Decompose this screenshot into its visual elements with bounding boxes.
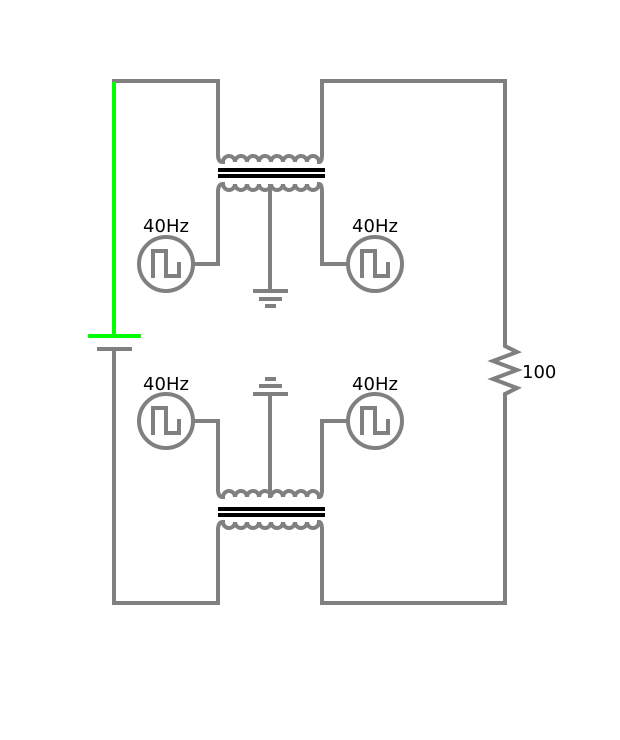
- wire-top-left: [112, 79, 220, 157]
- wire-top-right: [320, 79, 507, 345]
- source-frequency-label: 40Hz: [352, 374, 398, 395]
- ground-top-icon: [253, 289, 288, 308]
- transformer-bottom: [215, 393, 325, 533]
- source-frequency-label: 40Hz: [143, 216, 189, 237]
- resistor-zigzag-icon: [487, 341, 523, 399]
- top-primary-coil: [215, 152, 325, 165]
- wire-bottom-left: [112, 347, 220, 605]
- transformer-top: [215, 152, 325, 293]
- source-circle: [346, 235, 404, 293]
- source-frequency-label: 40Hz: [352, 216, 398, 237]
- wire-top-secondary-right: [320, 190, 350, 266]
- bottom-primary-coil: [215, 519, 325, 533]
- wire-bottom-secondary-left: [191, 419, 220, 492]
- wire-top-secondary-left: [191, 190, 220, 266]
- source-circle: [137, 235, 195, 293]
- battery-icon: [88, 334, 141, 351]
- square-wave-icon: [151, 249, 181, 278]
- source-circle: [346, 392, 404, 450]
- wire-bottom-secondary-right: [320, 419, 350, 492]
- square-wave-source-top-right[interactable]: 40Hz: [346, 216, 404, 293]
- square-wave-icon: [151, 406, 181, 435]
- square-wave-source-top-left[interactable]: 40Hz: [137, 216, 195, 293]
- square-wave-icon: [360, 249, 390, 278]
- source-frequency-label: 40Hz: [143, 374, 189, 395]
- ground-bottom-icon: [253, 377, 288, 396]
- resistor-value-label: 100: [522, 362, 556, 383]
- square-wave-source-bottom-right[interactable]: 40Hz: [346, 374, 404, 450]
- source-circle: [137, 392, 195, 450]
- square-wave-icon: [360, 406, 390, 435]
- wire-bottom-right: [320, 395, 507, 605]
- square-wave-source-bottom-left[interactable]: 40Hz: [137, 374, 195, 450]
- resistor[interactable]: 100: [487, 341, 556, 399]
